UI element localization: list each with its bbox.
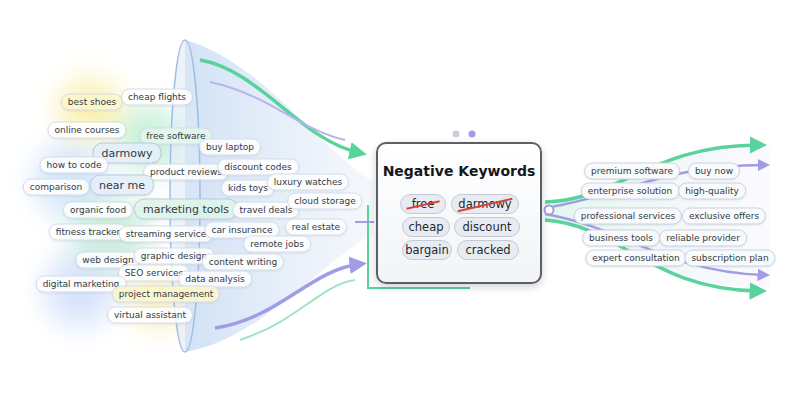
- node-label: how to code: [46, 160, 101, 170]
- node-label: reliable provider: [666, 233, 740, 243]
- node-label: comparison: [30, 182, 83, 192]
- node-label: content writing: [209, 257, 277, 267]
- node-label: business tools: [589, 233, 653, 243]
- keyword-pill: virtual assistant: [107, 307, 193, 324]
- flow-arrow: [545, 165, 765, 208]
- node-label: marketing tools: [143, 203, 229, 216]
- filter-box: Negative Keywords freedarmowy cheap discoun…: [376, 142, 542, 284]
- node-label: data analysis: [185, 274, 245, 284]
- output-keyword-pill: reliable provider: [659, 230, 747, 247]
- node-label: discount: [463, 220, 512, 234]
- node-label: virtual assistant: [114, 310, 186, 320]
- connector-dot: [453, 131, 460, 138]
- node-label: premium software: [591, 166, 673, 176]
- node-label: cheap flights: [128, 92, 186, 102]
- flow-line: [240, 280, 355, 340]
- node-label: product reviews: [150, 167, 222, 177]
- node-label: darmowy: [101, 147, 152, 160]
- node-label: discount codes: [224, 162, 292, 172]
- keyword-pill: real estate: [285, 219, 347, 236]
- connector-dot: [545, 206, 554, 215]
- bracket-line: [355, 221, 374, 223]
- node-label: Negative Keywords: [378, 163, 540, 179]
- keyword-pill: luxury watches: [267, 174, 349, 191]
- keyword-pill: marketing tools: [134, 199, 238, 220]
- node-label: near me: [99, 179, 145, 192]
- negative-keyword-pill: bargain: [402, 240, 452, 260]
- keyword-pill: cloud storage: [287, 193, 362, 210]
- node-label: free software: [146, 131, 205, 141]
- node-label: expert consultation: [592, 253, 679, 263]
- node-label: best shoes: [68, 97, 116, 107]
- keyword-pill: organic food: [63, 202, 133, 219]
- node-label: real estate: [292, 222, 340, 232]
- output-keyword-pill: high-quality: [678, 183, 746, 200]
- node-label: car insurance: [211, 225, 272, 235]
- keyword-pill: near me: [90, 175, 154, 196]
- funnel-mouth: [170, 40, 200, 352]
- keyword-pill: best shoes: [61, 94, 123, 111]
- negative-keyword-pill: cheap: [402, 217, 450, 237]
- node-label: cracked: [465, 243, 510, 257]
- node-label: bargain: [405, 243, 449, 257]
- node-label: remote jobs: [250, 239, 304, 249]
- node-label: online courses: [54, 125, 119, 135]
- output-keyword-pill: professional services: [574, 208, 682, 225]
- node-label: professional services: [581, 211, 675, 221]
- keyword-pill: streaming service: [119, 226, 214, 243]
- output-keyword-pill: subscription plan: [684, 250, 775, 267]
- node-label: exclusive offers: [689, 211, 759, 221]
- flow-line: [210, 82, 345, 140]
- output-keyword-pill: enterprise solution: [581, 183, 680, 200]
- keyword-pill: product reviews: [143, 164, 229, 181]
- output-keyword-pill: premium software: [584, 163, 680, 180]
- node-label: organic food: [70, 205, 126, 215]
- output-keyword-pill: exclusive offers: [682, 208, 766, 225]
- keyword-pill: cheap flights: [121, 89, 193, 106]
- keyword-pill: buy laptop: [199, 139, 261, 156]
- node-label: kids toys: [228, 183, 268, 193]
- node-label: streaming service: [126, 229, 207, 239]
- negative-keyword-pill: free: [400, 194, 446, 214]
- node-label: buy laptop: [206, 142, 254, 152]
- node-label: web design: [82, 255, 133, 265]
- node-label: subscription plan: [691, 253, 768, 263]
- node-label: graphic design: [141, 251, 208, 261]
- funnel: [185, 40, 374, 352]
- keyword-pill: comparison: [23, 179, 90, 196]
- flow-arrow: [545, 145, 760, 202]
- output-keyword-pill: business tools: [582, 230, 660, 247]
- node-label: high-quality: [685, 186, 739, 196]
- node-label: luxury watches: [274, 177, 342, 187]
- negative-keyword-pill: darmowy: [451, 194, 519, 214]
- node-label: cloud storage: [294, 196, 355, 206]
- node-label: buy now: [695, 166, 733, 176]
- keyword-pill: content writing: [202, 254, 284, 271]
- connector-dot: [469, 131, 476, 138]
- node-label: enterprise solution: [588, 186, 673, 196]
- keyword-pill: how to code: [39, 157, 108, 174]
- output-keyword-pill: expert consultation: [585, 250, 686, 267]
- output-keyword-pill: buy now: [688, 163, 740, 180]
- node-label: SEO services: [125, 268, 183, 278]
- keyword-pill: online courses: [47, 122, 126, 139]
- node-label: project management: [119, 289, 213, 299]
- keyword-pill: project management: [112, 286, 220, 303]
- node-label: digital marketing: [43, 279, 120, 289]
- node-label: travel deals: [240, 205, 293, 215]
- keyword-pill: remote jobs: [243, 236, 311, 253]
- node-label: fitness tracker: [56, 227, 121, 237]
- node-label: cheap: [408, 220, 443, 234]
- negative-keyword-pill: cracked: [457, 240, 519, 260]
- keyword-pill: fitness tracker: [49, 224, 128, 241]
- negative-keyword-pill: discount: [454, 217, 520, 237]
